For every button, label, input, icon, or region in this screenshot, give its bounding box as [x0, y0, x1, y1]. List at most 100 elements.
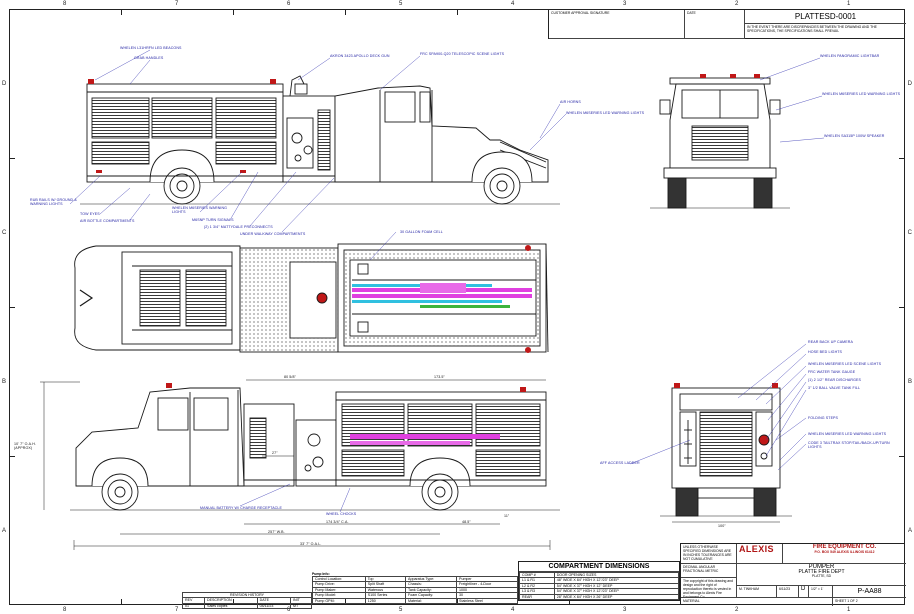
callout-m6-warning: WHELEN M6SERIES WARNING LIGHTS: [172, 206, 228, 214]
drawing-scale: 1/2" = 1': [809, 586, 833, 598]
callout-foam-cell: 30 GALLON FOAM CELL: [400, 230, 443, 234]
zone-column-label: 8: [63, 607, 67, 613]
zone-column-label: 2: [735, 1, 739, 7]
drawing-number-top: PLATTESD-0001: [745, 10, 906, 24]
customer-name: PLATTE FIRE DEPT: [798, 568, 845, 575]
callout-tail-lights: CODE 3 TAILTRAX STOP/TAIL/BACK-UP/TURN L…: [808, 441, 890, 449]
callout-wheel-chocks: WHEEL CHOCKS: [326, 512, 357, 516]
table-cell: Apparatus Type:: [405, 575, 458, 583]
zone-tick: [457, 9, 458, 15]
sheet-info: SHEET 1 OF 2: [833, 598, 906, 606]
tolerance-note: UNLESS OTHERWISE SPECIFIED DIMENSIONS AR…: [681, 544, 737, 564]
callout-access-ladder: AFF ACCESS LADDER: [600, 461, 640, 465]
of-label: OF: [850, 599, 855, 603]
drawn-date: 6/11/23: [777, 586, 799, 598]
side-view-curb: [70, 383, 560, 511]
callout-tow-eyes: TOW EYES: [80, 212, 100, 216]
callout-rear-scene-lights: WHELEN M6SERIES LED SCENE LIGHTS: [808, 362, 882, 366]
dim-rear-overhang: 48.5": [462, 520, 471, 524]
product-cell: PUMPER PLATTE FIRE DEPT PLATTE, SD: [737, 564, 906, 586]
compartment-dimensions-block: COMPARTMENT DIMENSIONS COMP #DOOR OPENIN…: [518, 561, 680, 602]
zone-tick: [121, 599, 122, 605]
callout-beacons: WHELEN L31HRFN LED BEACONS: [120, 46, 182, 50]
table-cell: 04/11/23: [256, 602, 291, 610]
callout-front-warning: WHELEN M6SERIES LED WARNING LIGHTS: [822, 92, 901, 96]
top-view: [74, 243, 549, 353]
tolerance-values: DECIMAL ANGULAR FRACTIONAL METRIC: [681, 564, 737, 578]
dim-wheelbase: 257" W.B.: [268, 530, 285, 534]
zone-tick: [9, 158, 15, 159]
callout-tank-fill: 3" 1/2 BALL VALVE TANK FILL: [808, 386, 861, 390]
dim-pump: 27": [272, 451, 278, 455]
dim-overall-height: 10' 7" O.A.H. (APPROX): [14, 442, 37, 450]
zone-row-label: C: [2, 229, 7, 236]
zone-column-label: 7: [175, 1, 179, 7]
copyright-note: The copyright of this drawing and design…: [681, 578, 737, 598]
zone-column-label: 7: [175, 607, 179, 613]
drawing-size: D: [799, 586, 809, 598]
table-row: REVISION HISTORY: [182, 591, 312, 599]
company-logo-cell: ALEXIS: [737, 544, 783, 564]
callout-hose-bed-lights: HOSE BED LIGHTS: [808, 350, 843, 354]
fractional-label: FRACTIONAL: [683, 569, 705, 573]
table-cell: Freightliner - 4-Door: [456, 581, 518, 588]
table-cell: 54" WIDE X 37" HIGH X 12"/23" DEEP: [553, 588, 680, 595]
zone-row-label: D: [907, 80, 912, 87]
dim-ground: 11": [504, 514, 510, 518]
zone-tick: [121, 9, 122, 15]
callout-backup-camera: REAR BACK UP CAMERA: [808, 340, 853, 344]
decimal-label: DECIMAL: [683, 565, 698, 569]
zone-row-label: C: [907, 229, 912, 236]
customer-location: PLATTE, SD: [811, 574, 832, 579]
dim-body: 174 3/4" C.A.: [326, 520, 349, 524]
company-logo: ALEXIS: [739, 544, 774, 554]
zone-row-label: B: [907, 378, 912, 385]
callout-preconnects: (2) 1 3/4" MATTYDALE PRECONNECTS: [204, 225, 273, 229]
table-cell: Stainless Steel: [456, 597, 518, 605]
zone-row-label: D: [2, 80, 7, 87]
table-cell: Pump GPM:: [312, 597, 366, 605]
table-cell: 1250: [364, 597, 407, 605]
company-cell: FIRE EQUIPMENT CO. P.O. BOX 549 ALEXIS I…: [783, 544, 906, 564]
zone-tick: [233, 9, 234, 15]
table-cell: S100 Series: [364, 592, 407, 599]
callout-speaker: WHELEN SA315P 100W SPEAKER: [824, 134, 885, 138]
zone-column-label: 3: [623, 607, 627, 613]
product-name: PUMPER: [808, 564, 835, 570]
pump-info-heading: Pump Info:: [312, 572, 330, 576]
rear-view: [660, 383, 792, 523]
callout-rear-discharge: (1) 2 1/2" REAR DISCHARGES: [808, 378, 862, 382]
zone-column-label: 6: [287, 1, 291, 7]
dim-top-left: 80 5/8": [284, 375, 296, 379]
sheet-number: 1: [847, 599, 850, 603]
zone-column-label: 3: [623, 1, 627, 7]
table-cell: Sales copies: [204, 602, 258, 610]
zone-row-label: A: [907, 527, 912, 534]
angular-label: ANGULAR: [698, 565, 716, 569]
zone-column-label: 1: [847, 1, 851, 7]
table-cell: 28" WIDE X 84" HIGH X 26" DEEP: [553, 593, 680, 601]
zone-column-label: 1: [847, 607, 851, 613]
customer-approval-label: CUSTOMER APPROVAL SIGNATURE: [549, 10, 685, 39]
zone-tick: [569, 599, 570, 605]
callout-battery: MANUAL BATTERY W/ CHARGE RECEPTACLE: [200, 506, 282, 510]
drawn-by: M. TINKHAM: [737, 586, 777, 598]
zone-column-label: 2: [735, 607, 739, 613]
drawing-number: P-AA88: [833, 586, 906, 598]
zone-column-label: 6: [287, 607, 291, 613]
callout-folding-steps: FOLDING STEPS: [808, 416, 839, 420]
zone-row-label: B: [2, 378, 7, 385]
leader-lines: [69, 49, 825, 513]
callout-deck-gun: AKRON 3423 APOLLO DECK GUN: [330, 54, 390, 58]
zone-tick: [899, 307, 905, 308]
